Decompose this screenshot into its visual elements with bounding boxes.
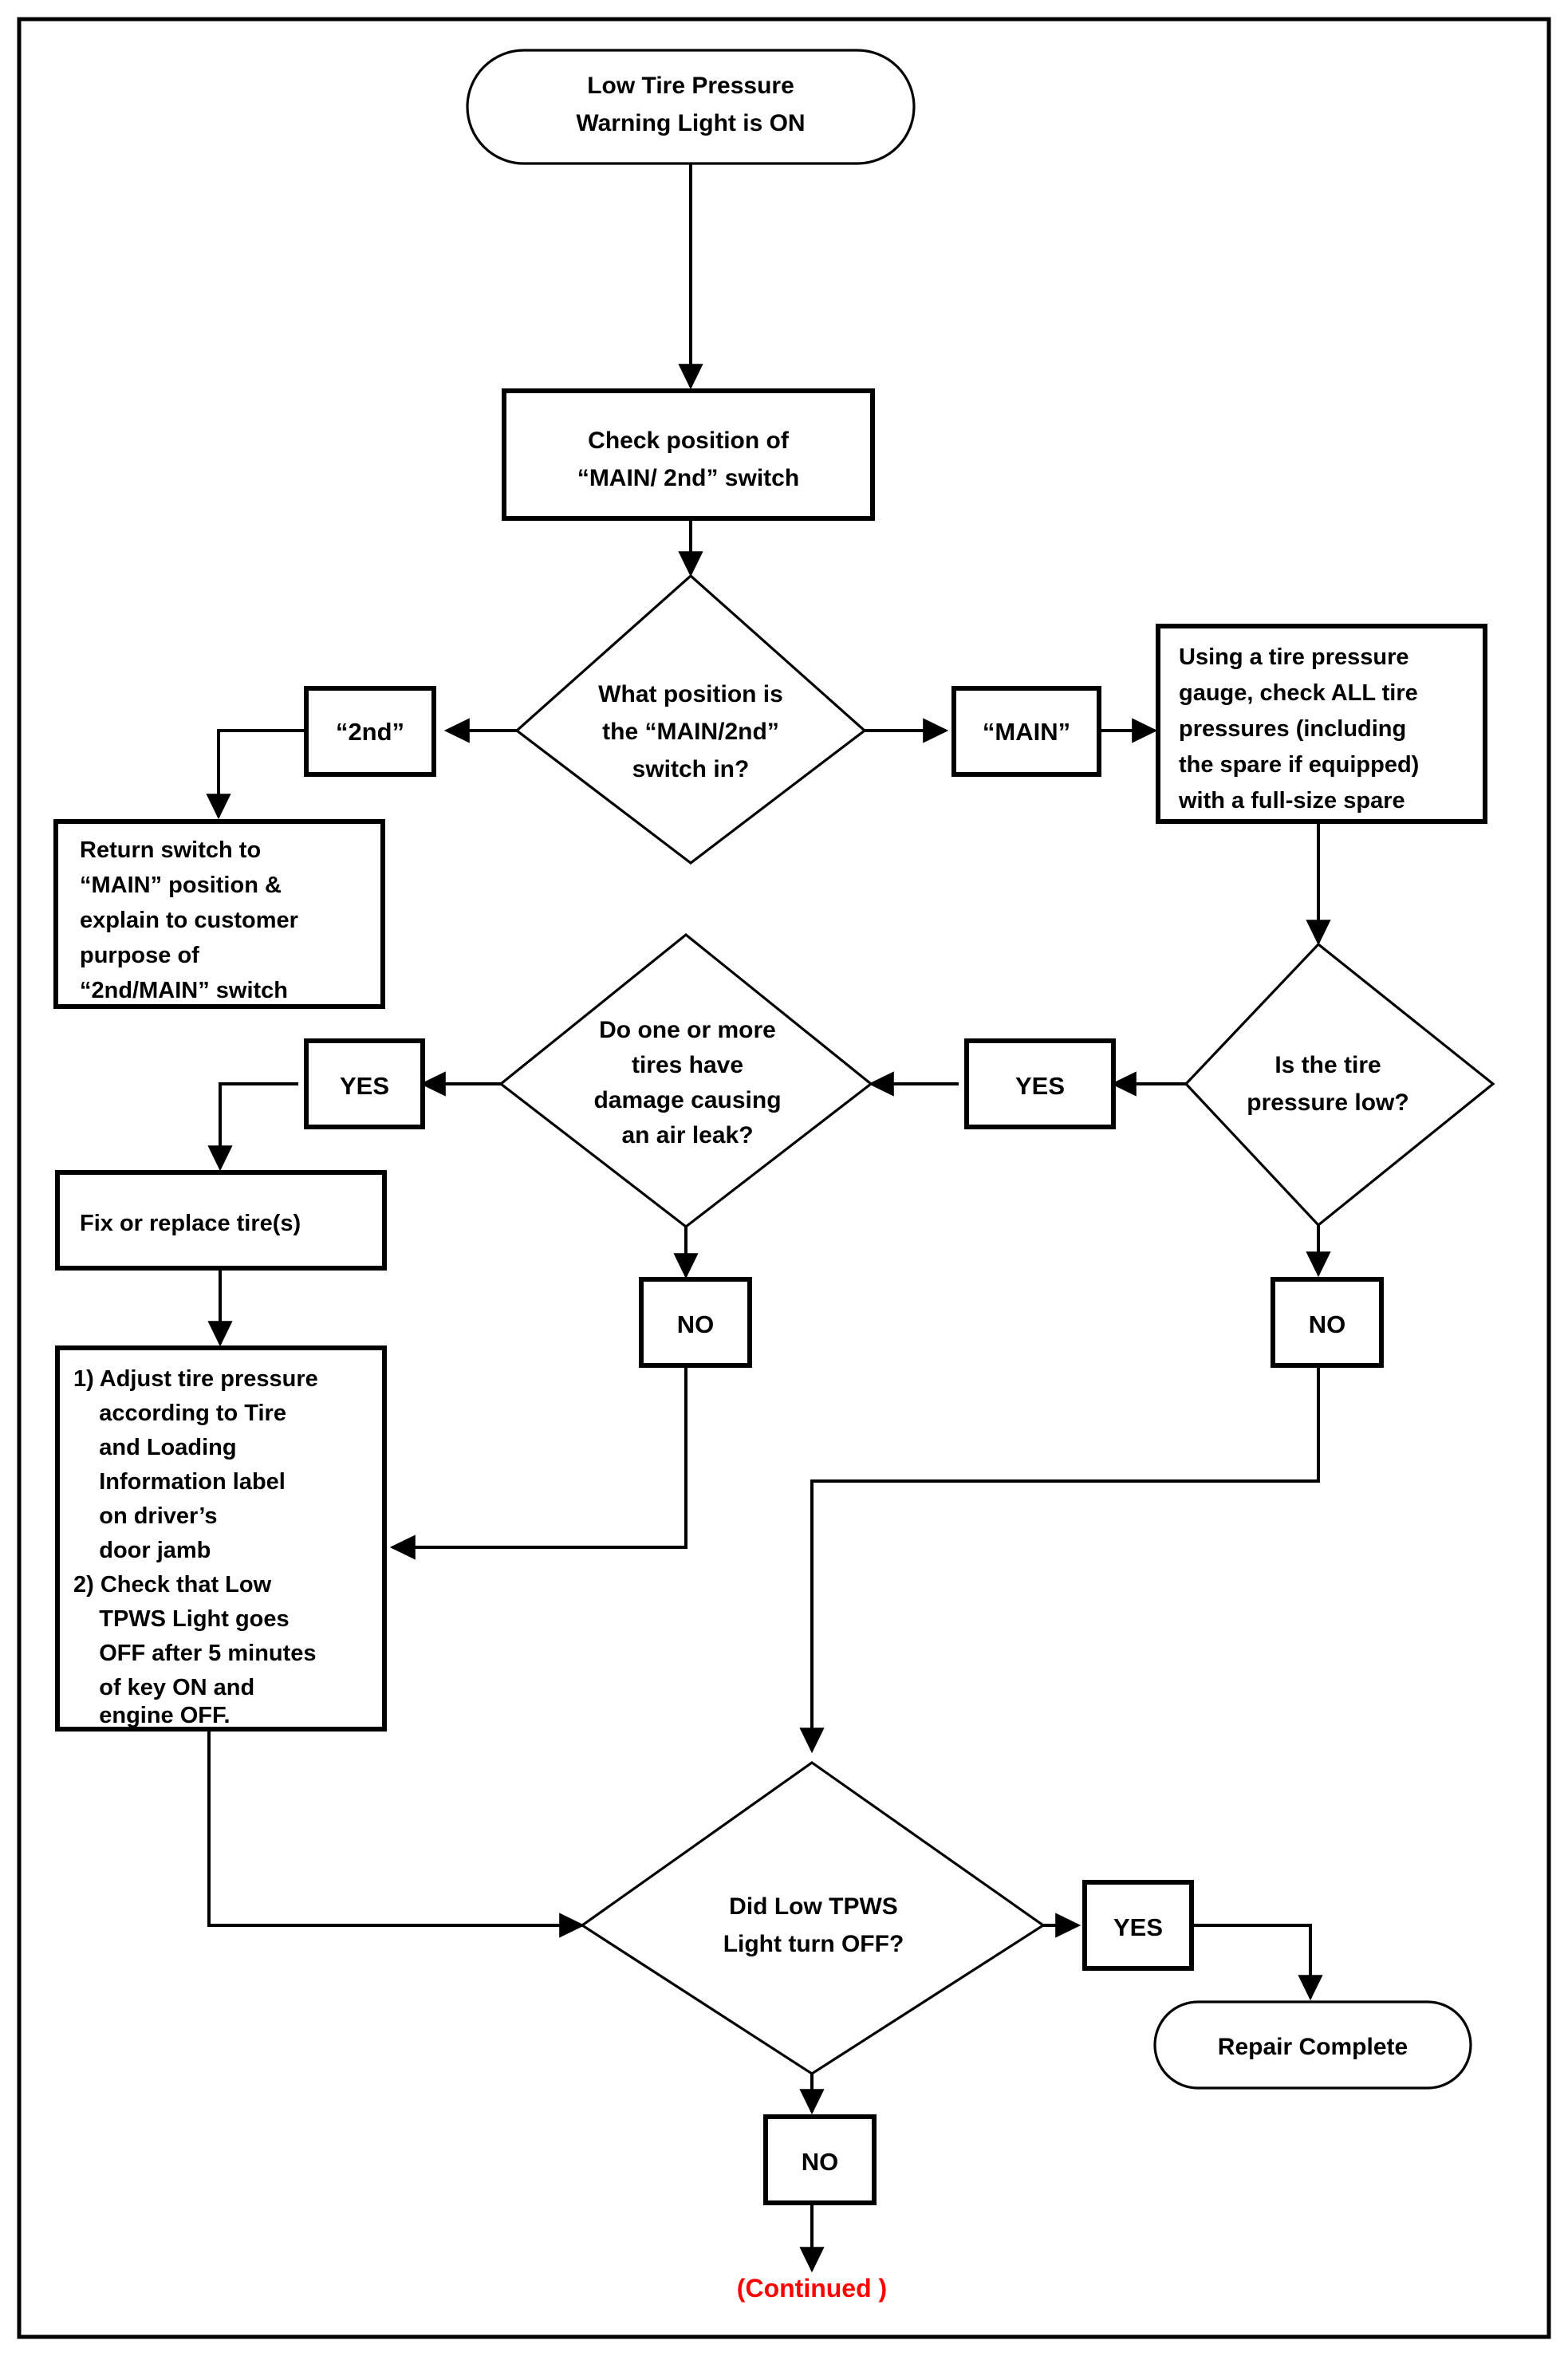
- node-label-yes-light: YES: [1082, 1880, 1194, 1971]
- connector-adjust-to-light-q: [207, 1729, 585, 1938]
- label-no-pressure-text: NO: [1309, 1310, 1346, 1338]
- label-main-text: “MAIN”: [983, 718, 1070, 746]
- adjust-steps-line-1: 1) Adjust tire pressure: [73, 1366, 318, 1392]
- node-question-light-off: Did Low TPWS Light turn OFF?: [580, 1761, 1046, 2075]
- use-gauge-line-2: gauge, check ALL tire: [1179, 680, 1418, 706]
- node-use-gauge: Using a tire pressure gauge, check ALL t…: [1156, 624, 1487, 824]
- adjust-steps-line-6: door jamb: [73, 1538, 211, 1563]
- start-line-1: Low Tire Pressure: [587, 73, 794, 99]
- node-question-damage: Do one or more tires have damage causing…: [498, 932, 873, 1229]
- return-switch-line-5: “2nd/MAIN” switch: [80, 978, 288, 1003]
- node-label-yes-pressure: YES: [964, 1038, 1116, 1129]
- repair-complete-text: Repair Complete: [1218, 2034, 1408, 2060]
- return-switch-shape: [53, 819, 385, 1009]
- question-pressure-line-1: Is the tire: [1274, 1052, 1381, 1078]
- question-damage-shape: [498, 932, 873, 1229]
- question-damage-line-4: an air leak?: [621, 1122, 753, 1148]
- adjust-steps-line-2: according to Tire: [73, 1401, 286, 1426]
- node-repair-complete: Repair Complete: [1153, 2000, 1472, 2090]
- node-start: Low Tire Pressure Warning Light is ON: [466, 49, 916, 165]
- adjust-steps-line-7: 2) Check that Low: [73, 1572, 272, 1598]
- label-yes-damage-text: YES: [340, 1072, 389, 1100]
- question-damage-line-3: damage causing: [593, 1087, 781, 1113]
- continued-label: (Continued ): [737, 2274, 887, 2303]
- question-light-line-2: Light turn OFF?: [723, 1931, 904, 1957]
- return-switch-line-4: purpose of: [80, 943, 199, 968]
- use-gauge-line-4: the spare if equipped): [1179, 752, 1419, 778]
- node-adjust-steps: 1) Adjust tire pressure according to Tir…: [55, 1345, 387, 1732]
- adjust-steps-line-5: on driver’s: [73, 1503, 218, 1529]
- node-check-switch: Check position of “MAIN/ 2nd” switch: [502, 388, 875, 521]
- node-label-no-pressure: NO: [1271, 1277, 1384, 1368]
- label-yes-light-text: YES: [1113, 1913, 1163, 1941]
- adjust-steps-line-11: engine OFF.: [73, 1703, 230, 1728]
- use-gauge-shape: [1156, 624, 1487, 824]
- question-position-line-2: the “MAIN/2nd”: [602, 719, 779, 745]
- fix-tires-line-1: Fix or replace tire(s): [80, 1211, 301, 1236]
- return-switch-line-2: “MAIN” position &: [80, 873, 282, 898]
- label-yes-light-shape: [1082, 1880, 1194, 1971]
- label-2nd-shape: [304, 686, 436, 777]
- node-label-2nd: “2nd”: [304, 686, 436, 777]
- question-light-line-1: Did Low TPWS: [729, 1893, 898, 1920]
- return-switch-line-1: Return switch to: [80, 837, 261, 863]
- adjust-steps-line-8: TPWS Light goes: [73, 1606, 290, 1632]
- use-gauge-line-3: pressures (including: [1179, 716, 1406, 742]
- node-question-position: What position is the “MAIN/2nd” switch i…: [514, 573, 867, 865]
- label-2nd-text: “2nd”: [336, 718, 404, 746]
- adjust-steps-line-4: Information label: [73, 1469, 286, 1495]
- fix-tires-shape: [55, 1170, 387, 1271]
- node-return-switch: Return switch to “MAIN” position & expla…: [53, 819, 385, 1009]
- connector-no-damage-to-adjust: [389, 1365, 687, 1560]
- adjust-steps-line-3: and Loading: [73, 1435, 237, 1460]
- question-light-shape: [580, 1761, 1046, 2075]
- label-yes-pressure-shape: [964, 1038, 1116, 1129]
- node-label-main: “MAIN”: [951, 686, 1101, 777]
- label-yes-damage-shape: [304, 1038, 425, 1129]
- connector-yes-damage-to-fix: [207, 1082, 298, 1172]
- label-no-damage-shape: [639, 1277, 752, 1368]
- adjust-steps-shape: [55, 1345, 387, 1732]
- question-damage-line-2: tires have: [632, 1052, 743, 1078]
- question-position-shape: [514, 573, 867, 865]
- page-frame: [17, 17, 1551, 2339]
- adjust-steps-line-10: of key ON and: [73, 1675, 254, 1700]
- label-no-damage-text: NO: [677, 1310, 715, 1338]
- return-switch-line-3: explain to customer: [80, 908, 298, 933]
- check-switch-shape: [502, 388, 875, 521]
- label-main-shape: [951, 686, 1101, 777]
- node-label-no-damage: NO: [639, 1277, 752, 1368]
- question-position-line-1: What position is: [598, 681, 783, 707]
- connector-no-pressure-to-light-q: [799, 1365, 1320, 1754]
- node-question-pressure-low: Is the tire pressure low?: [1184, 942, 1495, 1227]
- label-yes-pressure-text: YES: [1015, 1072, 1065, 1100]
- label-no-pressure-shape: [1271, 1277, 1384, 1368]
- start-terminator-shape: [466, 49, 916, 165]
- check-switch-line-2: “MAIN/ 2nd” switch: [577, 465, 799, 491]
- connector-2nd-to-return: [206, 729, 306, 820]
- use-gauge-line-5: with a full-size spare: [1178, 788, 1405, 814]
- check-switch-line-1: Check position of: [588, 427, 790, 454]
- repair-complete-shape: [1153, 2000, 1472, 2090]
- label-no-light-text: NO: [802, 2148, 839, 2176]
- question-pressure-line-2: pressure low?: [1247, 1089, 1408, 1116]
- node-label-yes-damage: YES: [304, 1038, 425, 1129]
- use-gauge-line-1: Using a tire pressure: [1179, 644, 1409, 670]
- question-position-line-3: switch in?: [632, 756, 750, 782]
- adjust-steps-line-9: OFF after 5 minutes: [73, 1641, 317, 1666]
- node-label-no-light: NO: [763, 2114, 877, 2205]
- question-pressure-shape: [1184, 942, 1495, 1227]
- connector-yes-light-to-repair: [1190, 1924, 1323, 2001]
- node-fix-tires: Fix or replace tire(s): [55, 1170, 387, 1271]
- start-line-2: Warning Light is ON: [576, 110, 805, 136]
- label-no-light-shape: [763, 2114, 877, 2205]
- question-damage-line-1: Do one or more: [599, 1017, 776, 1043]
